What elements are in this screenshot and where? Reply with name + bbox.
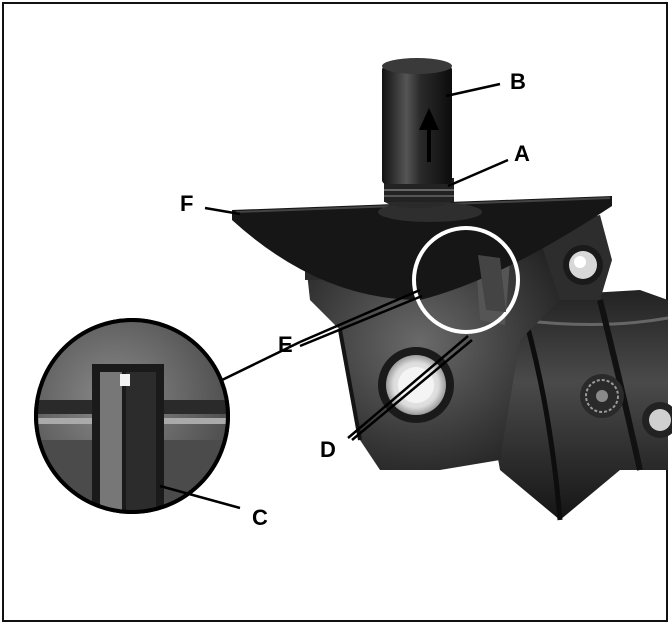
rosette-marking bbox=[580, 374, 624, 418]
leader-e-3 bbox=[299, 294, 423, 348]
leader-e-2 bbox=[299, 288, 421, 344]
callout-label-a: A bbox=[514, 141, 530, 166]
drive-shaft bbox=[382, 58, 454, 208]
leader-lines bbox=[159, 82, 509, 510]
callout-label-c: C bbox=[252, 505, 268, 530]
callout-label-f: F bbox=[180, 191, 193, 216]
leader-f bbox=[204, 206, 241, 216]
callout-label-b: B bbox=[510, 69, 526, 94]
leader-b bbox=[445, 82, 501, 98]
leader-c bbox=[159, 484, 241, 510]
extension-tube bbox=[470, 290, 669, 521]
pull-direction-arrow bbox=[419, 108, 439, 162]
bolt-right bbox=[642, 402, 672, 438]
leader-a bbox=[447, 158, 509, 188]
leader-d-1 bbox=[347, 335, 469, 439]
detail-highlight-circle bbox=[412, 226, 520, 334]
callout-label-d: D bbox=[320, 437, 336, 462]
callout-label-e: E bbox=[278, 332, 293, 357]
leader-e-1 bbox=[221, 340, 301, 382]
detail-inset bbox=[34, 318, 230, 514]
leader-d-2 bbox=[351, 339, 473, 441]
